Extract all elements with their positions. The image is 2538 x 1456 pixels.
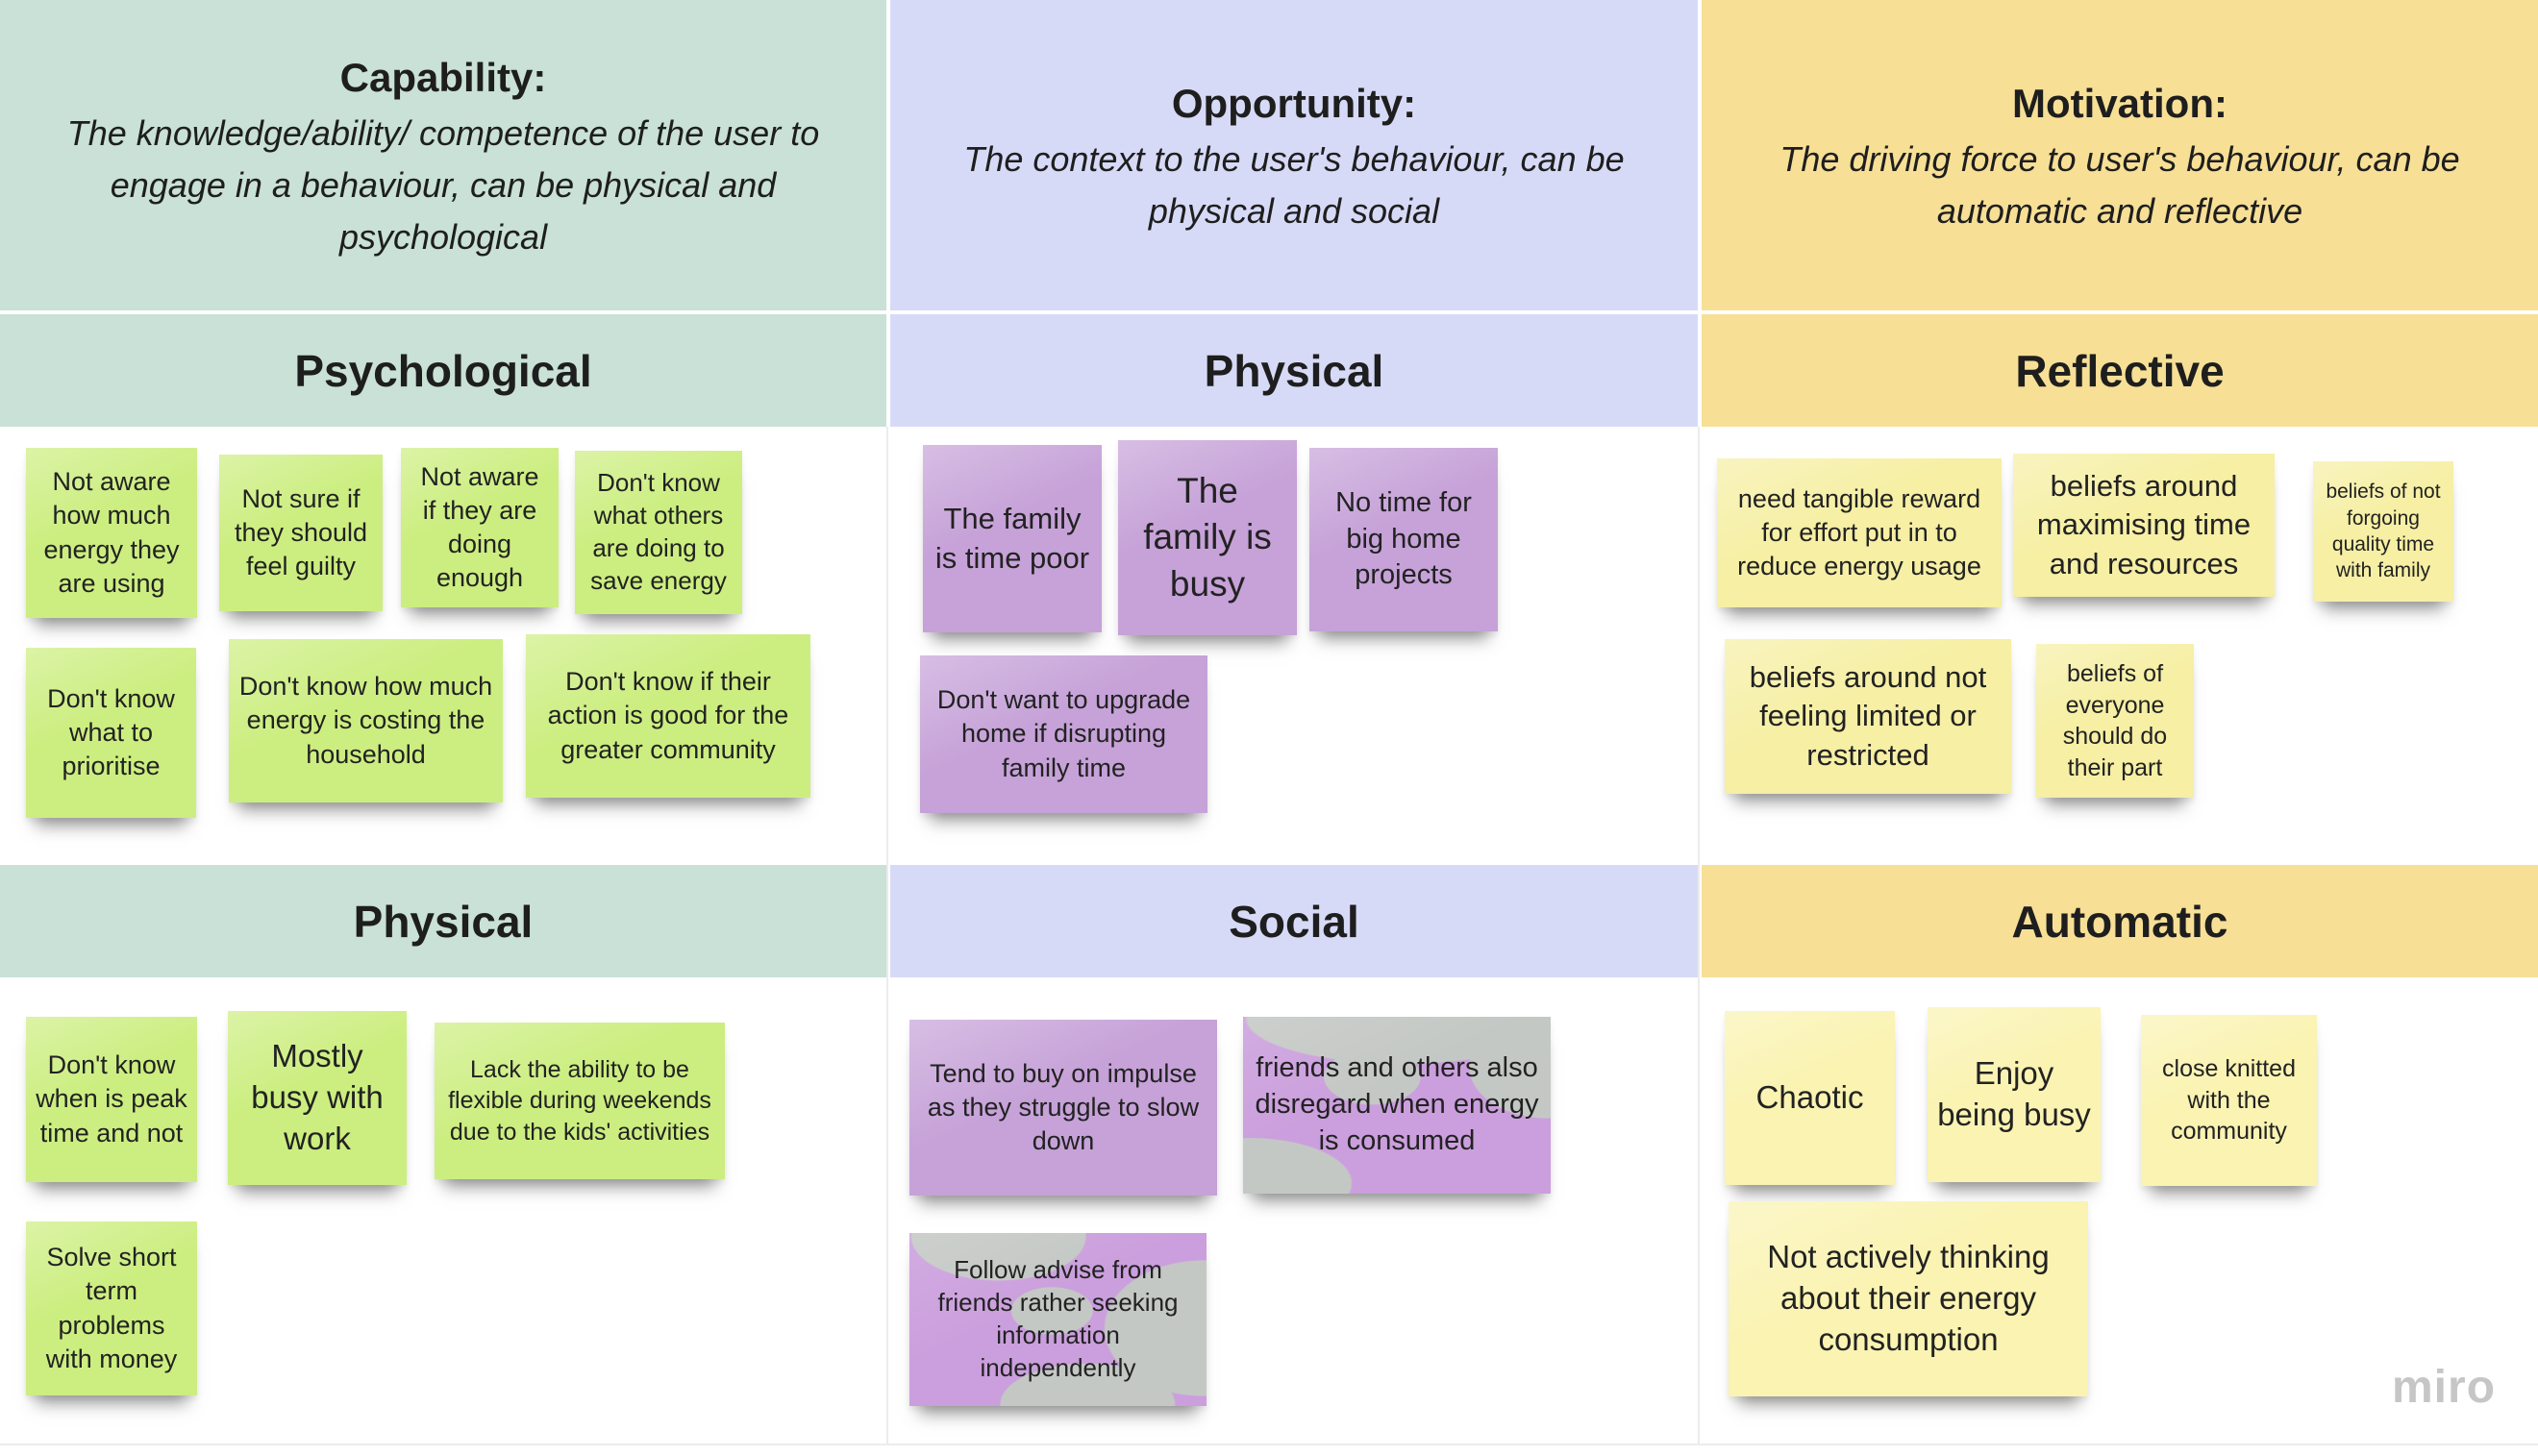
- sticky-note[interactable]: Lack the ability to be flexible during w…: [435, 1023, 725, 1179]
- column-divider: [1698, 427, 1700, 1445]
- opportunity-header: Opportunity: The context to the user's b…: [890, 0, 1698, 310]
- sticky-note[interactable]: Chaotic: [1725, 1011, 1895, 1185]
- section-label: Physical: [353, 896, 534, 947]
- section-band-reflective: Reflective: [1702, 314, 2538, 427]
- sticky-note[interactable]: No time for big home projects: [1309, 448, 1498, 631]
- sticky-note[interactable]: Don't want to upgrade home if disrupting…: [920, 655, 1207, 813]
- sticky-note[interactable]: Tend to buy on impulse as they struggle …: [909, 1020, 1217, 1196]
- opportunity-description: The context to the user's behaviour, can…: [963, 139, 1625, 231]
- sticky-note[interactable]: beliefs of not forgoing quality time wit…: [2313, 461, 2453, 602]
- sticky-note[interactable]: The family is time poor: [923, 445, 1102, 632]
- motivation-title: Motivation:: [2012, 81, 2227, 126]
- sticky-note[interactable]: Not actively thinking about their energy…: [1729, 1201, 2088, 1396]
- board-bottom-edge: [0, 1444, 2538, 1445]
- sticky-note[interactable]: Solve short term problems with money: [26, 1222, 197, 1395]
- section-band-psychological: Psychological: [0, 314, 886, 427]
- sticky-note[interactable]: Not aware how much energy they are using: [26, 448, 197, 618]
- sticky-note[interactable]: close knitted with the community: [2141, 1015, 2317, 1186]
- section-label: Psychological: [294, 345, 592, 396]
- motivation-header: Motivation: The driving force to user's …: [1702, 0, 2538, 310]
- capability-header: Capability: The knowledge/ability/ compe…: [0, 0, 886, 310]
- sticky-note[interactable]: Enjoy being busy: [1928, 1007, 2101, 1182]
- sticky-note[interactable]: Follow advise from friends rather seekin…: [909, 1233, 1207, 1406]
- sticky-note[interactable]: The family is busy: [1118, 440, 1297, 635]
- section-band-automatic: Automatic: [1702, 865, 2538, 977]
- section-band-social: Social: [890, 865, 1698, 977]
- section-label: Reflective: [2015, 345, 2225, 396]
- column-divider: [886, 427, 888, 1445]
- section-label: Automatic: [2011, 896, 2228, 947]
- sticky-note[interactable]: Mostly busy with work: [228, 1011, 407, 1185]
- section-label: Social: [1229, 896, 1359, 947]
- capability-title: Capability:: [339, 55, 547, 100]
- capability-description: The knowledge/ability/ competence of the…: [66, 113, 820, 257]
- sticky-note[interactable]: beliefs around maximising time and resou…: [2013, 454, 2275, 597]
- sticky-note[interactable]: Not aware if they are doing enough: [401, 448, 559, 607]
- section-band-physical-opportunity: Physical: [890, 314, 1698, 427]
- sticky-note[interactable]: Don't know how much energy is costing th…: [229, 639, 503, 802]
- section-label: Physical: [1204, 345, 1384, 396]
- sticky-note[interactable]: beliefs of everyone should do their part: [2036, 644, 2194, 798]
- sticky-note[interactable]: Don't know what others are doing to save…: [575, 451, 742, 614]
- sticky-note[interactable]: beliefs around not feeling limited or re…: [1725, 639, 2011, 794]
- opportunity-title: Opportunity:: [1171, 81, 1417, 126]
- sticky-note[interactable]: Don't know what to prioritise: [26, 648, 196, 818]
- sticky-note[interactable]: Not sure if they should feel guilty: [219, 455, 383, 611]
- section-band-physical-capability: Physical: [0, 865, 886, 977]
- miro-watermark: miro: [2392, 1362, 2497, 1413]
- sticky-note[interactable]: need tangible reward for effort put in t…: [1717, 458, 2002, 607]
- sticky-note[interactable]: Don't know when is peak time and not: [26, 1017, 197, 1182]
- sticky-note[interactable]: friends and others also disregard when e…: [1243, 1017, 1551, 1194]
- motivation-description: The driving force to user's behaviour, c…: [1779, 139, 2460, 231]
- sticky-note[interactable]: Don't know if their action is good for t…: [526, 634, 810, 798]
